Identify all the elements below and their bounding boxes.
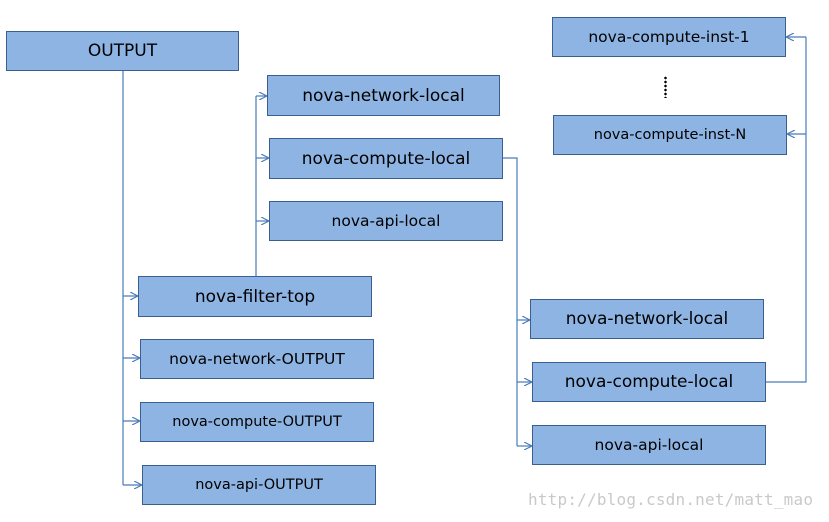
connector-compute-local-trunk bbox=[503, 157, 518, 446]
node-nova-network-local-bottom: nova-network-local bbox=[530, 299, 764, 339]
node-nova-filter-top: nova-filter-top bbox=[138, 276, 372, 317]
ellipsis-dots bbox=[664, 76, 667, 98]
node-nova-compute-inst-1: nova-compute-inst-1 bbox=[552, 17, 786, 57]
node-nova-api-local-bottom: nova-api-local bbox=[532, 425, 766, 465]
connector-compute-local-to-instances bbox=[766, 37, 807, 383]
node-nova-api-local-top: nova-api-local bbox=[269, 201, 503, 241]
node-nova-compute-inst-n: nova-compute-inst-N bbox=[553, 115, 787, 155]
node-nova-api-output: nova-api-OUTPUT bbox=[142, 465, 376, 505]
node-nova-compute-local-bottom: nova-compute-local bbox=[532, 362, 766, 402]
node-output: OUTPUT bbox=[6, 31, 239, 71]
node-nova-network-local-top: nova-network-local bbox=[267, 75, 500, 116]
watermark-text: http://blog.csdn.net/matt_mao bbox=[528, 490, 814, 509]
node-nova-compute-output: nova-compute-OUTPUT bbox=[140, 402, 374, 442]
node-nova-network-output: nova-network-OUTPUT bbox=[140, 339, 374, 379]
node-nova-compute-local-top: nova-compute-local bbox=[269, 138, 503, 179]
